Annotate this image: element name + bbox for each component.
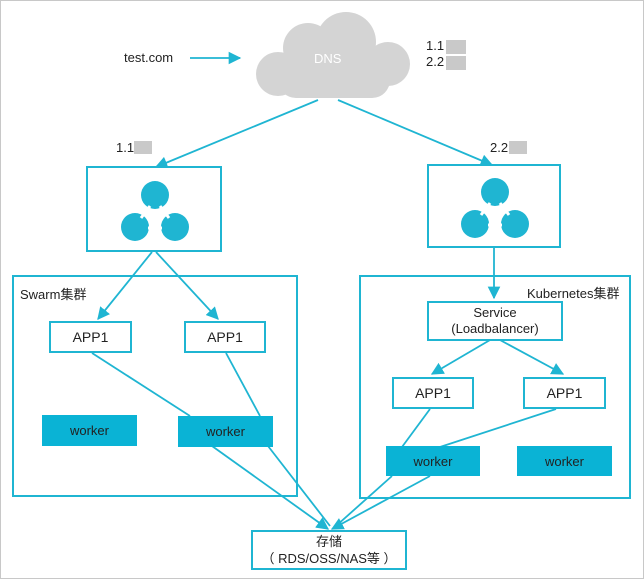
k8s-worker-2: worker bbox=[517, 446, 612, 476]
swarm-app-1: APP1 bbox=[49, 321, 132, 353]
redacted-ip-2 bbox=[446, 56, 466, 70]
arrow-dns-to-lb-right bbox=[337, 99, 494, 167]
storage-types-label: （ RDS/OSS/NAS等 ） bbox=[261, 551, 397, 566]
k8s-service-loadbalancer: Service (Loadbalancer) bbox=[427, 301, 563, 341]
swarm-cluster-title: Swarm集群 bbox=[20, 287, 87, 302]
lb-right-ip: 2.2 bbox=[490, 140, 509, 155]
dns-record-1: 1.1 bbox=[426, 38, 445, 53]
load-balancer-icon bbox=[461, 178, 529, 238]
swarm-app-2: APP1 bbox=[184, 321, 266, 353]
line-swarm-app-1-to-worker-2 bbox=[91, 352, 191, 417]
arrow-lb-left-to-swarm-app-2 bbox=[155, 251, 219, 320]
arrow-k8s-worker-1-to-storage bbox=[330, 475, 431, 530]
swarm-worker-1: worker bbox=[42, 415, 137, 446]
redacted-lb-left-ip bbox=[134, 141, 152, 154]
line-k8s-app-2-to-worker-1 bbox=[439, 408, 557, 448]
storage-label: 存储 bbox=[315, 534, 342, 549]
kubernetes-cluster-title: Kubernetes集群 bbox=[527, 286, 620, 301]
kubernetes-cluster-box bbox=[359, 275, 631, 499]
k8s-app-2: APP1 bbox=[523, 377, 606, 409]
load-balancer-left bbox=[86, 166, 222, 252]
redacted-ip-1 bbox=[446, 40, 466, 54]
arrow-dns-to-lb-left bbox=[154, 99, 319, 169]
dns-label: DNS bbox=[314, 51, 342, 66]
k8s-worker-1: worker bbox=[386, 446, 480, 476]
service-label: Service bbox=[473, 305, 517, 320]
storage-box: 存储 （ RDS/OSS/NAS等 ） bbox=[251, 530, 407, 570]
redacted-lb-right-ip bbox=[509, 141, 527, 154]
load-balancer-icon bbox=[121, 181, 189, 241]
lb-left-ip: 1.1 bbox=[116, 140, 135, 155]
arrow-service-to-k8s-app-2 bbox=[499, 339, 565, 375]
client-domain-label: test.com bbox=[124, 50, 174, 65]
dns-record-2: 2.2 bbox=[426, 54, 445, 69]
arrow-service-to-k8s-app-1 bbox=[430, 339, 491, 375]
line-k8s-app-1-to-worker-1 bbox=[401, 408, 431, 448]
swarm-cluster-box bbox=[12, 275, 298, 497]
line-swarm-worker-2-to-storage bbox=[267, 445, 331, 527]
service-type-label: (Loadbalancer) bbox=[451, 321, 539, 336]
line-k8s-worker-1-to-storage bbox=[335, 475, 393, 527]
line-swarm-app-2-to-worker-2 bbox=[225, 352, 261, 417]
k8s-app-1: APP1 bbox=[392, 377, 474, 409]
load-balancer-right bbox=[427, 164, 561, 248]
arrow-swarm-worker-2-to-storage bbox=[211, 445, 330, 530]
dns-cloud-icon bbox=[256, 12, 410, 98]
arrow-lb-left-to-swarm-app-1 bbox=[97, 251, 153, 320]
swarm-worker-2: worker bbox=[178, 416, 273, 447]
